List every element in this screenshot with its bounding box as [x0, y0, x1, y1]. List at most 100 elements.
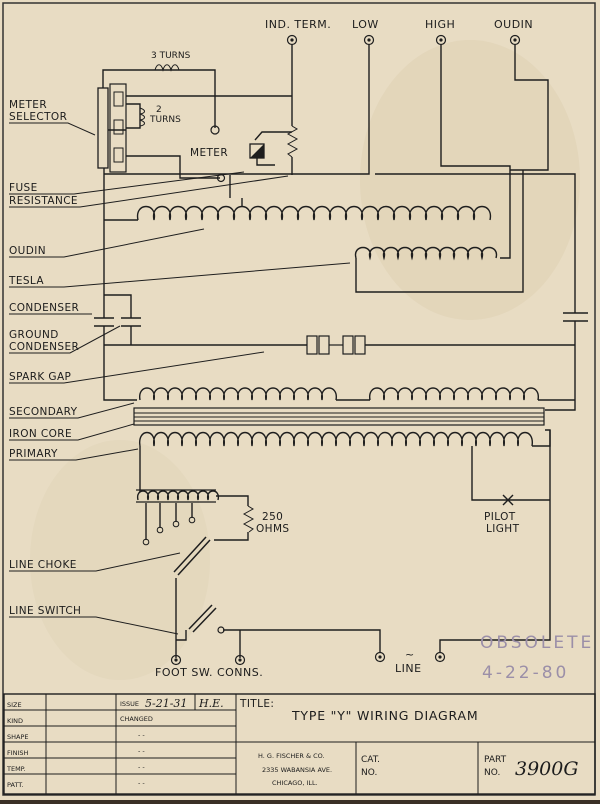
label-line: LINE — [395, 662, 422, 675]
secondary-coil-right — [369, 387, 539, 401]
label-meter-selector-1: METER — [9, 99, 47, 111]
condenser-symbol — [94, 317, 114, 327]
tb-row-size: SIZE — [7, 701, 22, 709]
choke-switch — [173, 536, 211, 628]
pilot-light-icon — [502, 494, 514, 506]
leader-tesla — [9, 262, 351, 288]
leader-secondary — [9, 402, 135, 419]
label-250: 250 — [262, 511, 283, 523]
wire-line-right — [439, 430, 551, 652]
resistance-zigzag — [286, 125, 299, 158]
selector-contact — [210, 125, 220, 135]
choke-taps — [142, 503, 196, 546]
label-light: LIGHT — [486, 523, 520, 535]
wire-low — [104, 45, 370, 175]
wire-to-250-ohms — [216, 495, 249, 506]
label-foot-sw-conns: FOOT SW. CONNS. — [155, 666, 263, 679]
tb-company: H. G. FISCHER & CO. — [258, 752, 325, 760]
leader-fuse — [9, 171, 245, 195]
leader-oudin — [9, 228, 205, 258]
wire-250-ohms-bottom — [214, 532, 249, 541]
wire-meter — [256, 158, 275, 166]
tb-changed: CHANGED — [120, 715, 153, 723]
label-2-turns-b: TURNS — [149, 115, 181, 125]
ground-condenser-symbol — [121, 317, 141, 327]
meter-icon — [249, 143, 265, 159]
title-block — [3, 693, 596, 795]
tb-row-kind: KIND — [7, 717, 23, 725]
label-fuse: FUSE — [9, 182, 38, 194]
label-ground-1: GROUND — [9, 329, 59, 341]
terminal-foot-sw-1 — [170, 654, 182, 666]
wire-oudin — [510, 45, 549, 171]
tb-dash: - - — [138, 763, 145, 771]
label-ground-2: CONDENSER — [9, 341, 79, 353]
coil-3-turns — [154, 64, 180, 72]
tb-row-finish: FINISH — [7, 749, 29, 757]
wire-2-turns — [126, 103, 141, 129]
wire-right-bus — [375, 173, 576, 300]
tb-title-label: TITLE: — [239, 698, 274, 710]
label-condenser: CONDENSER — [9, 302, 79, 314]
tb-city: CHICAGO, ILL. — [272, 779, 318, 787]
secondary-coil-left — [139, 387, 337, 401]
label-meter-selector-2: SELECTOR — [9, 111, 67, 123]
tesla-coil — [354, 246, 498, 261]
terminal-foot-sw-2 — [234, 654, 246, 666]
iron-core — [133, 407, 545, 426]
paper-stain — [30, 440, 210, 680]
obsolete-date: 4-22-80 — [482, 663, 569, 683]
label-iron-core: IRON CORE — [9, 428, 72, 440]
label-pilot: PILOT — [484, 511, 516, 523]
svg-text:IND. TERM.: IND. TERM. — [265, 18, 331, 31]
tb-part-number: 3900G — [515, 758, 579, 780]
wire-fuse — [254, 131, 292, 141]
label-line-symbol: ~ — [405, 648, 415, 661]
tb-dash: - - — [138, 747, 145, 755]
leader-iron-core — [9, 423, 135, 441]
label-resistance: RESISTANCE — [9, 195, 78, 207]
leader-spark-gap — [9, 351, 265, 384]
spark-gap — [306, 335, 366, 355]
wire-line-left — [223, 629, 381, 652]
svg-text:LOW: LOW — [352, 18, 379, 31]
terminal-high: HIGH — [425, 18, 455, 46]
label-ohms: OHMS — [256, 523, 290, 535]
svg-text:HIGH: HIGH — [425, 18, 455, 31]
label-3-turns: 3 TURNS — [151, 51, 191, 61]
obsolete-stamp: OBSOLETE — [480, 633, 594, 653]
tb-cat-label: CAT. — [361, 755, 380, 765]
line-switch — [188, 604, 217, 633]
label-line-choke: LINE CHOKE — [9, 559, 77, 571]
tb-title: TYPE "Y" WIRING DIAGRAM — [291, 708, 478, 723]
primary-coil — [139, 431, 533, 447]
tb-row-temp: TEMP. — [6, 765, 26, 773]
label-secondary: SECONDARY — [9, 406, 78, 418]
line-choke — [136, 489, 220, 503]
tb-part-label: PART — [484, 755, 507, 765]
leader-meter-selector — [9, 122, 96, 136]
terminal-ind-term: IND. TERM. — [265, 18, 331, 46]
tb-dash: - - — [138, 779, 145, 787]
wire-left-bus-bottom — [103, 326, 137, 401]
leader-line-switch — [9, 616, 179, 635]
wire-ground-condenser — [104, 294, 132, 318]
terminal-low: LOW — [352, 18, 379, 46]
label-primary: PRIMARY — [9, 448, 58, 460]
paper-stain — [360, 40, 580, 320]
label-oudin: OUDIN — [9, 245, 46, 257]
coil-2-turns — [139, 107, 145, 127]
tb-cat-no: NO. — [361, 768, 377, 778]
leader-ground-condenser — [9, 325, 121, 354]
leader-resistance — [9, 175, 289, 208]
wire-primary-tap — [471, 446, 550, 501]
sheet-border — [2, 2, 596, 796]
wire-high — [440, 45, 511, 259]
oudin-coil — [137, 205, 491, 221]
terminal-oudin: OUDIN — [494, 18, 533, 46]
right-condenser-symbol — [545, 300, 588, 411]
meter-selector — [97, 83, 127, 173]
tb-initials: H.E. — [198, 697, 224, 710]
leader-line-choke — [9, 552, 181, 572]
resistor-250-ohms — [242, 505, 255, 533]
